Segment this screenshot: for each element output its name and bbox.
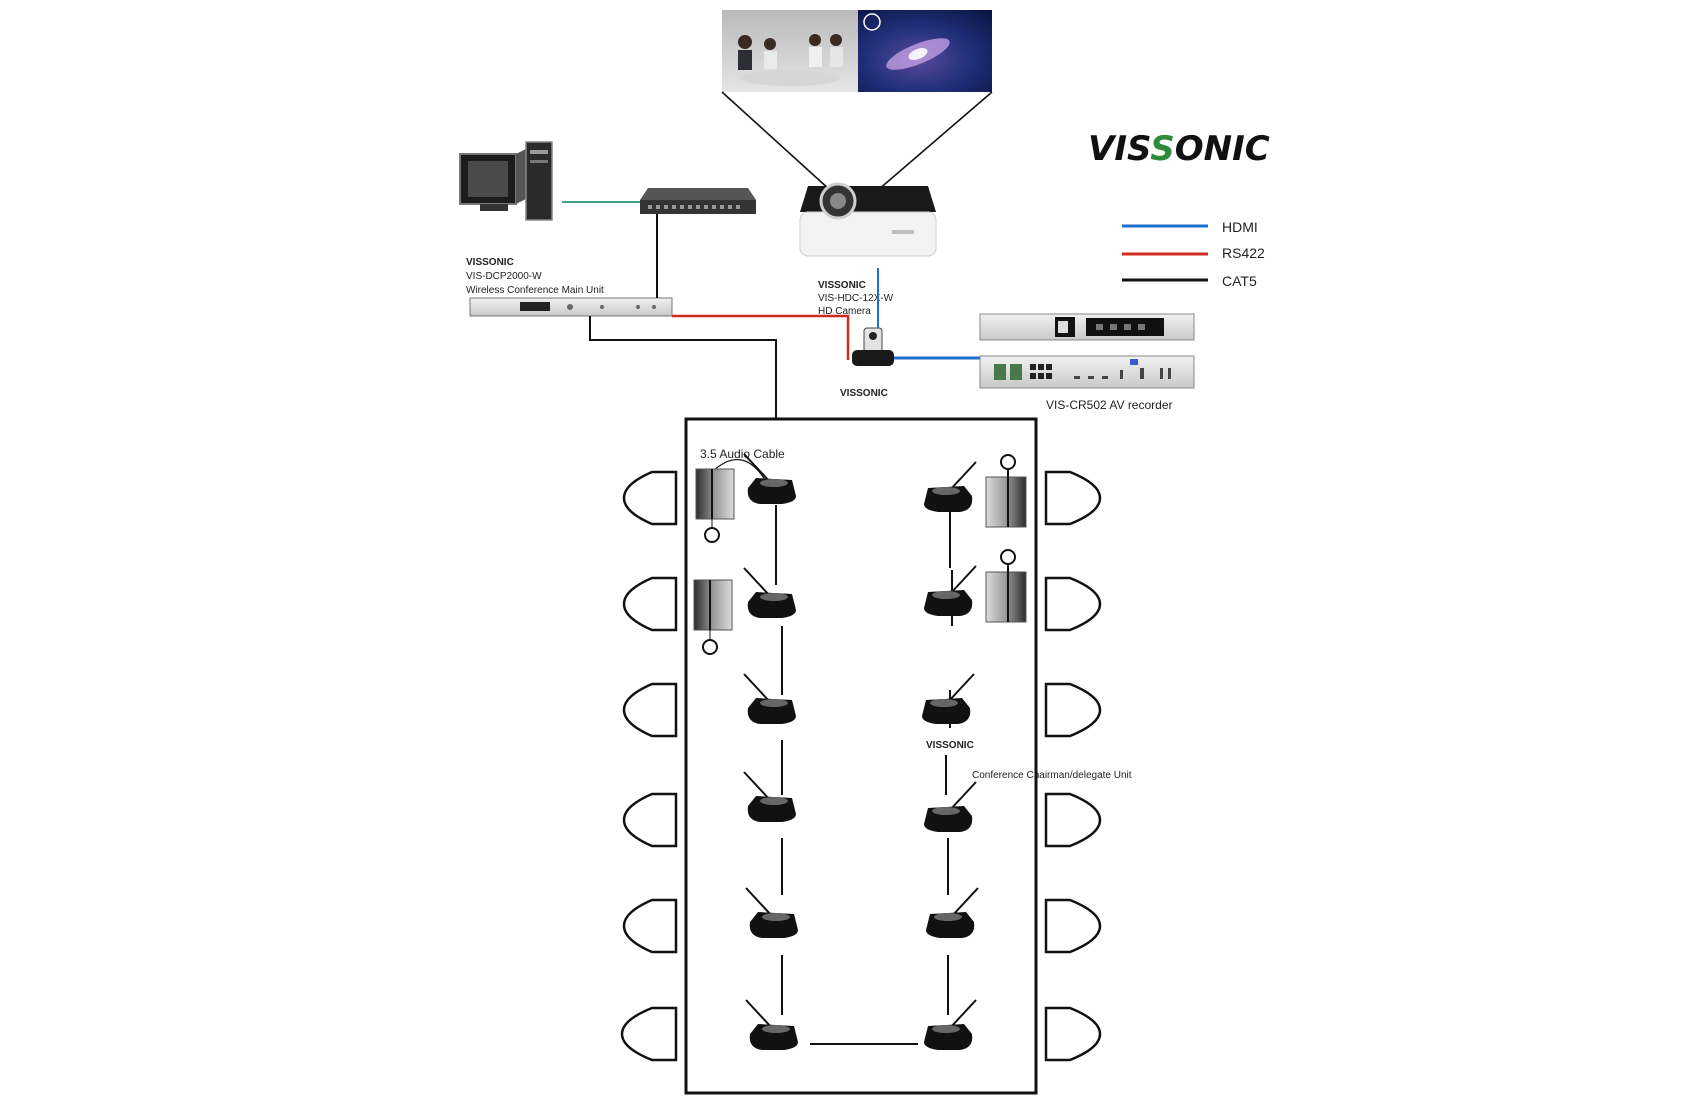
chair-icon [622, 898, 678, 954]
camera-base-label: VISSONIC [840, 388, 888, 399]
chair-icon [1044, 470, 1102, 526]
audio-cable-line [711, 459, 769, 486]
speaker-icon [695, 468, 735, 543]
main-unit-description: Wireless Conference Main Unit [466, 285, 604, 296]
chair-icon [622, 576, 678, 632]
av-recorder-icon [979, 313, 1195, 389]
chair-icon [622, 792, 678, 848]
gooseneck-microphone-icon [924, 461, 977, 512]
gooseneck-microphone-icon [743, 567, 796, 618]
projector-icon [799, 182, 937, 257]
chair-icon [1044, 576, 1102, 632]
ptz-camera-icon [852, 327, 894, 366]
gooseneck-microphone-icon [926, 887, 979, 938]
gooseneck-microphone-icon [743, 771, 796, 822]
legend-rs422-label: RS422 [1222, 245, 1265, 261]
projection-screen-icon [722, 10, 992, 92]
gooseneck-microphone-icon [924, 565, 977, 616]
chairman-unit-description: Conference Chairman/delegate Unit [972, 770, 1132, 781]
projection-lines [721, 91, 993, 191]
brand-logo: VISSONIC [1088, 129, 1270, 169]
chair-icon [620, 1006, 678, 1062]
chair-icon [622, 682, 678, 738]
conference-table [684, 417, 1038, 1095]
speaker-icon [985, 454, 1027, 528]
legend-hdmi-label: HDMI [1222, 219, 1258, 235]
chair-icon [1044, 1006, 1102, 1062]
chairman-unit-brand: VISSONIC [926, 740, 974, 751]
gooseneck-microphone-icon [745, 999, 798, 1050]
gooseneck-microphone-icon [924, 999, 977, 1050]
chair-icon [622, 470, 678, 526]
chair-icon [1044, 898, 1102, 954]
camera-description: HD Camera [818, 306, 871, 317]
cat5-main-table [589, 316, 777, 420]
camera-model: VIS-HDC-12X-W [818, 293, 894, 304]
legend: HDMI RS422 CAT5 [1122, 219, 1265, 289]
right-speakers [985, 454, 1027, 623]
main-unit-model: VIS-DCP2000-W [466, 271, 542, 282]
speaker-icon [693, 579, 733, 655]
chair-icon [1044, 792, 1102, 848]
gooseneck-microphone-icon [922, 673, 975, 724]
main-unit-brand: VISSONIC [466, 257, 514, 268]
audio-cable-label: 3.5 Audio Cable [700, 447, 785, 461]
speaker-icon [985, 549, 1027, 623]
left-microphones [743, 453, 798, 1050]
rs422-main-camera [672, 314, 850, 360]
gooseneck-microphone-icon [745, 887, 798, 938]
gooseneck-microphone-icon [743, 673, 796, 724]
legend-cat5-label: CAT5 [1222, 273, 1257, 289]
right-microphones [922, 461, 979, 1050]
network-switch-icon [640, 188, 756, 214]
right-chairs [1044, 470, 1102, 1062]
gooseneck-microphone-icon [924, 781, 977, 832]
gooseneck-microphone-icon [743, 453, 796, 504]
cables [562, 201, 980, 420]
left-speakers [693, 468, 735, 655]
daisy-chain-lines [775, 505, 953, 1045]
left-chairs [620, 470, 678, 1062]
recorder-label: VIS-CR502 AV recorder [1046, 398, 1173, 412]
chair-icon [1044, 682, 1102, 738]
camera-brand: VISSONIC [818, 280, 866, 291]
desktop-computer-icon [459, 141, 553, 221]
conference-main-unit-icon [469, 297, 673, 317]
